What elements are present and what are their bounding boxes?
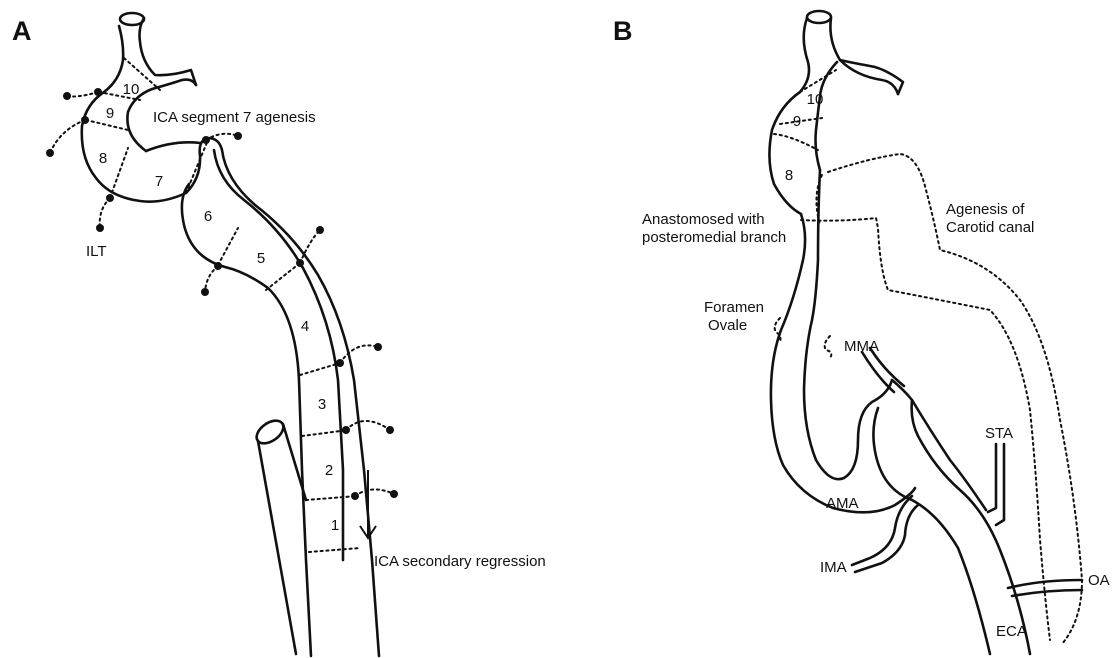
label-ilt: ILT xyxy=(86,243,107,260)
panel-a: A xyxy=(12,13,546,656)
label-anastomosed-line2: posteromedial branch xyxy=(642,229,786,246)
label-eca: ECA xyxy=(996,623,1027,640)
ima-branch xyxy=(852,496,918,572)
regression-arrow xyxy=(360,470,376,538)
eca-stump-a xyxy=(253,416,306,654)
label-foramen-line2: Ovale xyxy=(708,317,747,334)
label-secondary-regression: ICA secondary regression xyxy=(374,553,546,570)
panel-b-letter: B xyxy=(613,16,633,46)
segment-6-label: 6 xyxy=(204,208,212,225)
label-sta: STA xyxy=(985,425,1013,442)
segment-10-label: 10 xyxy=(123,81,140,98)
panel-b: B xyxy=(613,11,1110,654)
segment-2-label: 2 xyxy=(325,462,333,479)
label-anastomosed-line1: Anastomosed with xyxy=(642,211,765,228)
segment-8-label-b: 8 xyxy=(785,167,793,184)
segment-10-label-b: 10 xyxy=(807,91,824,108)
segment-9-label-b: 9 xyxy=(793,113,801,130)
label-segment-7-agenesis: ICA segment 7 agenesis xyxy=(153,109,316,126)
segment-8-label: 8 xyxy=(99,150,107,167)
segment-1-label: 1 xyxy=(331,517,339,534)
segment-5-label: 5 xyxy=(257,250,265,267)
sta-branch xyxy=(988,444,1004,525)
segment-9-label: 9 xyxy=(106,105,114,122)
panel-a-letter: A xyxy=(12,16,32,46)
label-mma: MMA xyxy=(844,338,879,355)
label-ama: AMA xyxy=(826,495,859,512)
segment-3-label: 3 xyxy=(318,396,326,413)
label-foramen-line1: Foramen xyxy=(704,299,764,316)
label-ima: IMA xyxy=(820,559,847,576)
segment-4-label: 4 xyxy=(301,318,309,335)
label-agenesis-line2: Carotid canal xyxy=(946,219,1034,236)
main-vessel-b xyxy=(771,170,1030,654)
label-agenesis-line1: Agenesis of xyxy=(946,201,1025,218)
segment-7-label: 7 xyxy=(155,173,163,190)
label-oa: OA xyxy=(1088,572,1110,589)
